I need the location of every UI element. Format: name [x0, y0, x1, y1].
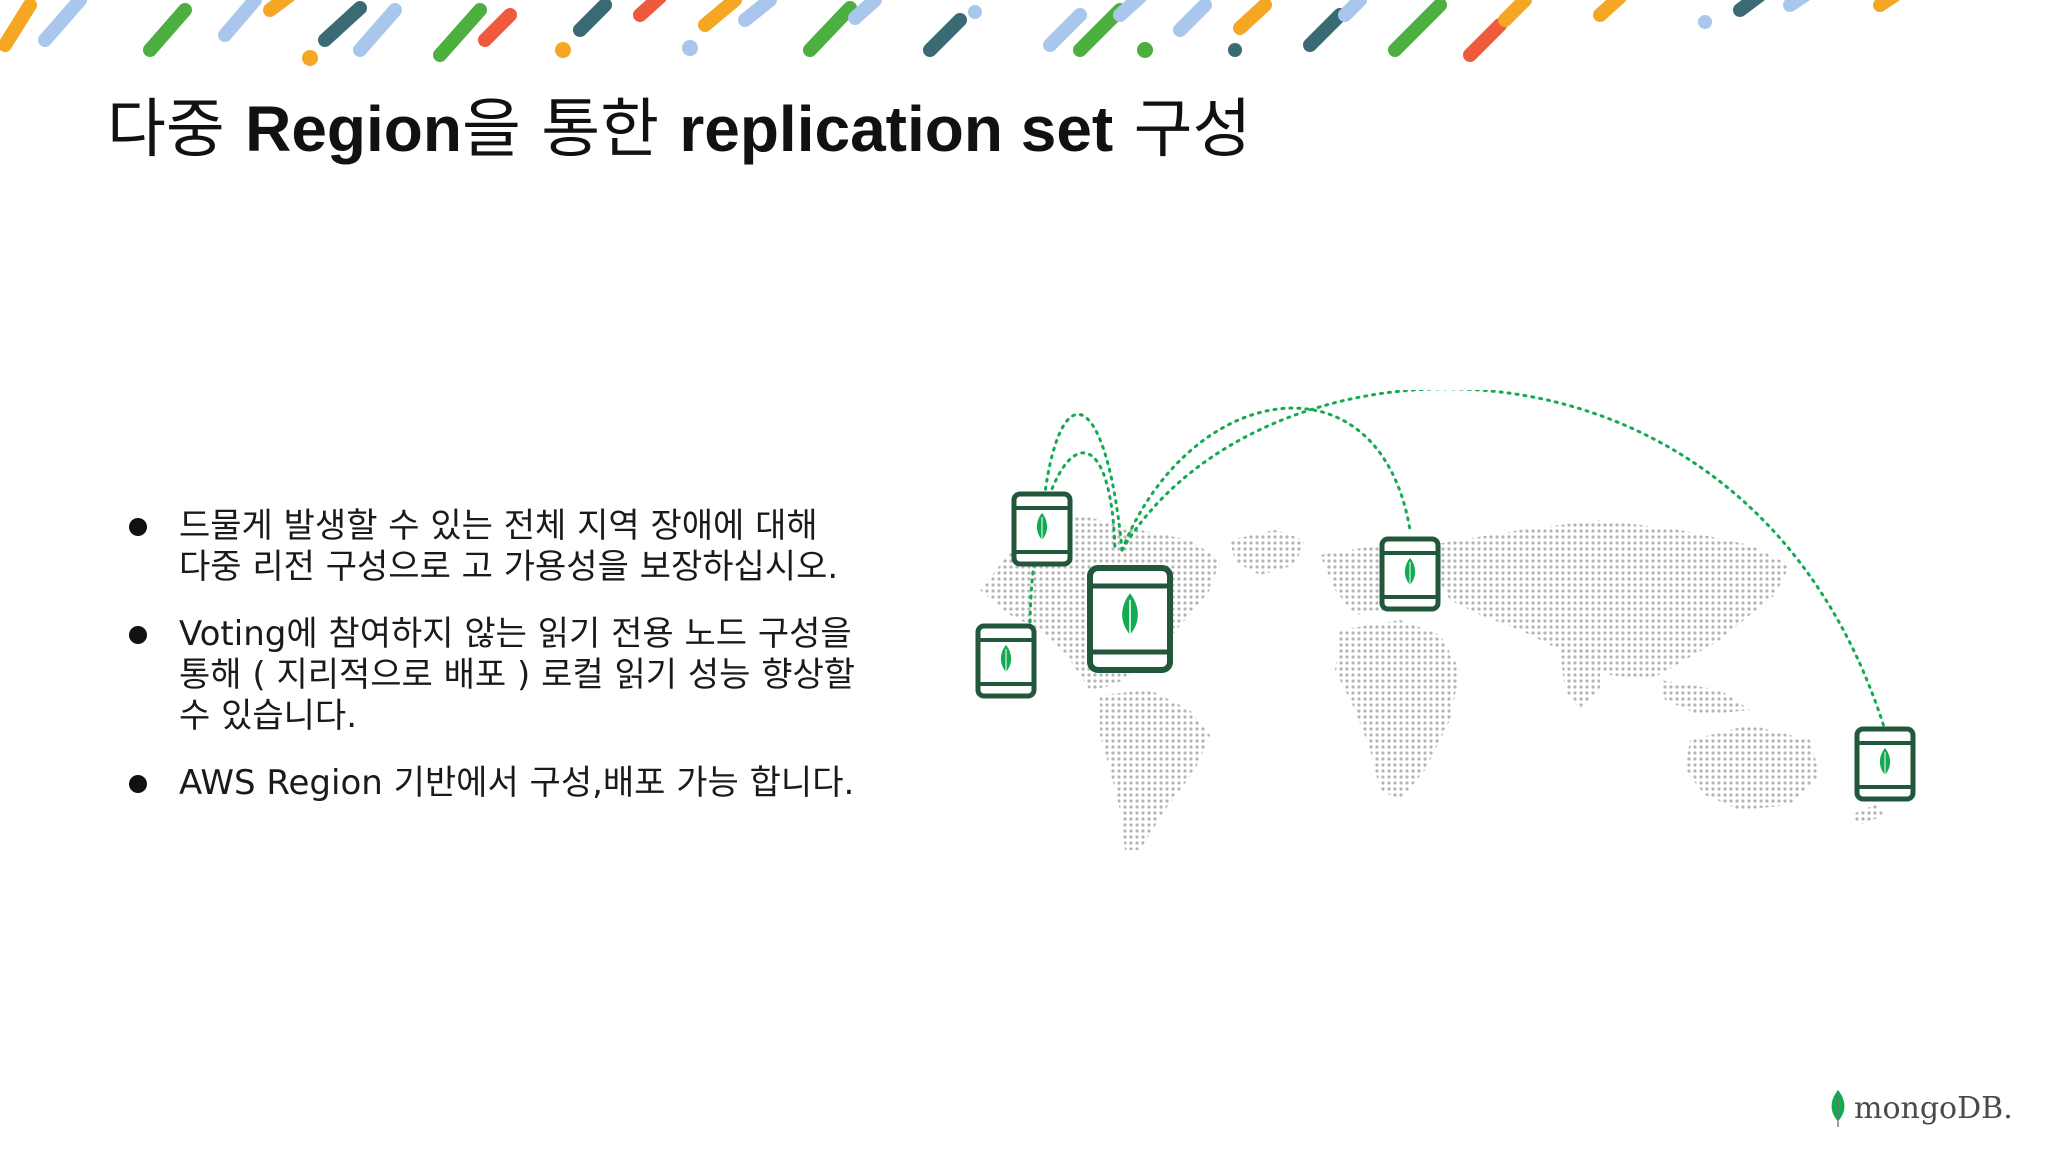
replica-node-primary [1087, 565, 1173, 673]
bullet-dot-icon [129, 518, 147, 536]
greenland [1230, 530, 1305, 575]
india [1560, 650, 1600, 710]
bullet-text: 드물게 발생할 수 있는 전체 지역 장애에 대해 다중 리전 구성으로 고 가… [179, 506, 839, 587]
title-part: replication set [679, 93, 1114, 165]
bullet-dot-icon [129, 626, 147, 644]
decorative-stripes [0, 0, 1900, 66]
bullet-item: 드물게 발생할 수 있는 전체 지역 장애에 대해 다중 리전 구성으로 고 가… [125, 506, 915, 588]
replica-node [975, 623, 1037, 699]
page-title: 다중 Region을 통한 replication set 구성 [107, 78, 1251, 170]
se-asia [1660, 680, 1750, 715]
title-part: 구성 [1113, 93, 1252, 167]
asia [1430, 520, 1790, 680]
bullet-text: Voting에 참여하지 않는 읽기 전용 노드 구성을 통해 ( 지리적으로 … [179, 614, 856, 736]
bullet-text: AWS Region 기반에서 구성,배포 가능 합니다. [179, 763, 855, 803]
bullet-list: 드물게 발생할 수 있는 전체 지역 장애에 대해 다중 리전 구성으로 고 가… [125, 506, 915, 830]
replica-node [1379, 536, 1441, 612]
mongodb-logo: mongoDB. [1828, 1088, 2013, 1128]
replica-node [1854, 726, 1916, 802]
link-arc [1120, 390, 1887, 732]
south-america [1100, 690, 1210, 850]
australia [1685, 725, 1820, 810]
link-arc [1120, 406, 1412, 552]
bullet-item: Voting에 참여하지 않는 읽기 전용 노드 구성을 통해 ( 지리적으로 … [125, 614, 915, 737]
bullet-dot-icon [129, 775, 147, 793]
logo-wordmark: mongoDB. [1854, 1090, 2013, 1126]
title-part: 을 통한 [461, 93, 680, 167]
africa [1335, 620, 1460, 800]
title-part: 다중 [107, 93, 246, 167]
world-map-illustration [975, 390, 1916, 850]
title-part: Region [245, 93, 462, 165]
bullet-item: AWS Region 기반에서 구성,배포 가능 합니다. [125, 763, 915, 804]
replica-node [1011, 491, 1073, 567]
new-zealand [1850, 805, 1885, 825]
link-arc [1038, 413, 1124, 552]
mongodb-leaf-icon [1831, 1089, 1845, 1127]
